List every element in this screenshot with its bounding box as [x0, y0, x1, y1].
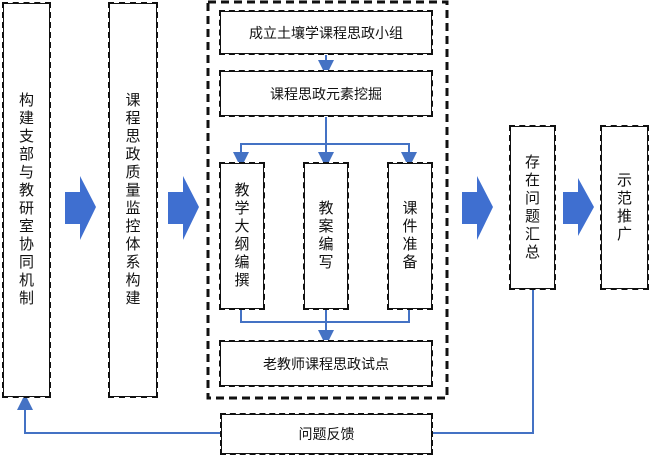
block-arrow-icon — [168, 176, 199, 240]
box-label: 课程思政质量监控体系构建 — [123, 92, 142, 308]
box-quality-monitoring: 课程思政质量监控体系构建 — [108, 2, 158, 398]
box-label: 构建支部与教研室协同机制 — [17, 92, 35, 308]
box-label: 老教师课程思政试点 — [263, 356, 389, 373]
block-arrows — [65, 176, 594, 240]
box-demonstration: 示范推广 — [600, 125, 649, 290]
box-courseware: 课件准备 — [387, 162, 433, 310]
box-label: 示范推广 — [615, 171, 633, 244]
box-label: 存在问题汇总 — [523, 153, 541, 262]
box-syllabus: 教学大纲编撰 — [219, 162, 265, 310]
box-label: 问题反馈 — [298, 427, 355, 443]
box-label: 成立土壤学课程思政小组 — [249, 25, 403, 42]
box-label: 教案编写 — [316, 200, 335, 272]
box-lesson-plan: 教案编写 — [303, 162, 349, 310]
block-arrow-icon — [462, 176, 493, 240]
box-pilot: 老教师课程思政试点 — [219, 340, 433, 387]
center-group-frame — [206, 0, 449, 400]
block-arrow-icon — [65, 176, 96, 240]
box-problem-summary: 存在问题汇总 — [509, 125, 556, 290]
box-collaboration-mechanism: 构建支部与教研室协同机制 — [2, 2, 51, 398]
block-arrow-icon — [563, 178, 594, 236]
box-label: 教学大纲编撰 — [232, 182, 251, 290]
box-label: 课件准备 — [400, 200, 419, 272]
box-label: 课程思政元素挖掘 — [270, 86, 382, 103]
box-feedback: 问题反馈 — [220, 413, 433, 455]
flow-lines — [17, 55, 534, 434]
box-establish-group: 成立土壤学课程思政小组 — [219, 10, 433, 55]
box-element-mining: 课程思政元素挖掘 — [219, 70, 433, 117]
